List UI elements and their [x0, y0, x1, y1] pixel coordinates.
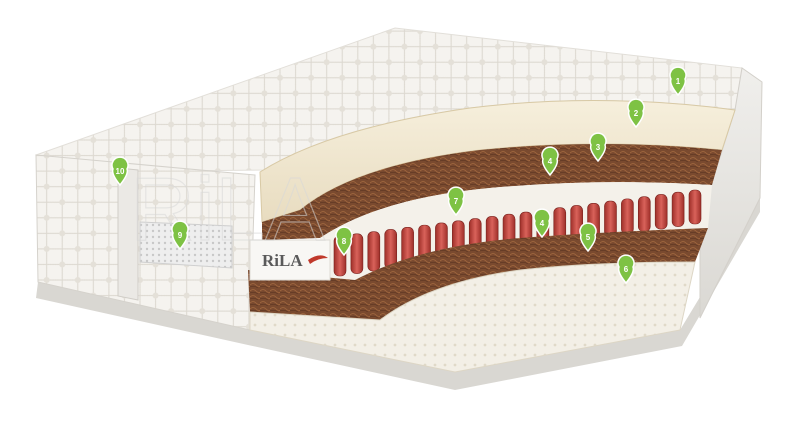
map-pin-icon [335, 226, 353, 257]
map-pin-icon [617, 254, 635, 285]
marker-label: 4 [548, 157, 553, 166]
map-pin-icon [533, 208, 551, 239]
latex-layer [249, 261, 696, 373]
map-pin-icon [627, 98, 645, 129]
marker-label: 10 [116, 167, 125, 176]
pocket-spring [367, 231, 381, 272]
marker-9[interactable]: 8 [335, 226, 353, 257]
pocket-spring [654, 194, 668, 230]
marker-label: 7 [454, 197, 459, 206]
map-pin-icon [111, 156, 129, 187]
pocket-spring [671, 191, 685, 227]
pocket-spring [688, 189, 702, 225]
marker-6[interactable]: 5 [579, 222, 597, 253]
marker-label: 8 [342, 237, 347, 246]
marker-5[interactable]: 4 [533, 208, 551, 239]
marker-label: 1 [676, 77, 681, 86]
map-pin-icon [589, 132, 607, 163]
marker-3[interactable]: 3 [589, 132, 607, 163]
coconut-layer-bottom [248, 228, 708, 320]
marker-7[interactable]: 6 [617, 254, 635, 285]
side-ventilation-mesh [139, 221, 233, 269]
marker-1[interactable]: 1 [669, 66, 687, 97]
side-border-strip [117, 167, 139, 301]
pocket-spring [350, 233, 364, 274]
map-pin-icon [447, 186, 465, 217]
pocket-spring [637, 196, 651, 232]
pocket-spring [604, 200, 617, 237]
pocket-spring [621, 198, 634, 235]
marker-label: 5 [586, 233, 591, 242]
marker-label: 2 [634, 109, 639, 118]
brand-swoosh-icon [308, 255, 328, 264]
map-pin-icon [579, 222, 597, 253]
brand-watermark: RiLA [130, 160, 325, 260]
marker-label: 4 [540, 219, 545, 228]
marker-11[interactable]: 10 [111, 156, 129, 187]
layer-markers: 1 2 3 4 4 5 6 7 8 9 10 [111, 66, 687, 285]
brand-logo-text: RiLA [262, 251, 303, 270]
map-pin-icon [541, 146, 559, 177]
marker-2[interactable]: 2 [627, 98, 645, 129]
marker-label: 3 [596, 143, 601, 152]
map-pin-icon [669, 66, 687, 97]
marker-4[interactable]: 4 [541, 146, 559, 177]
marker-10[interactable]: 9 [171, 220, 189, 251]
coconut-layer-top [262, 144, 722, 240]
map-pin-icon [171, 220, 189, 251]
pocket-spring-block [320, 182, 712, 282]
marker-label: 9 [178, 231, 183, 240]
marker-label: 6 [624, 265, 629, 274]
marker-8[interactable]: 7 [447, 186, 465, 217]
